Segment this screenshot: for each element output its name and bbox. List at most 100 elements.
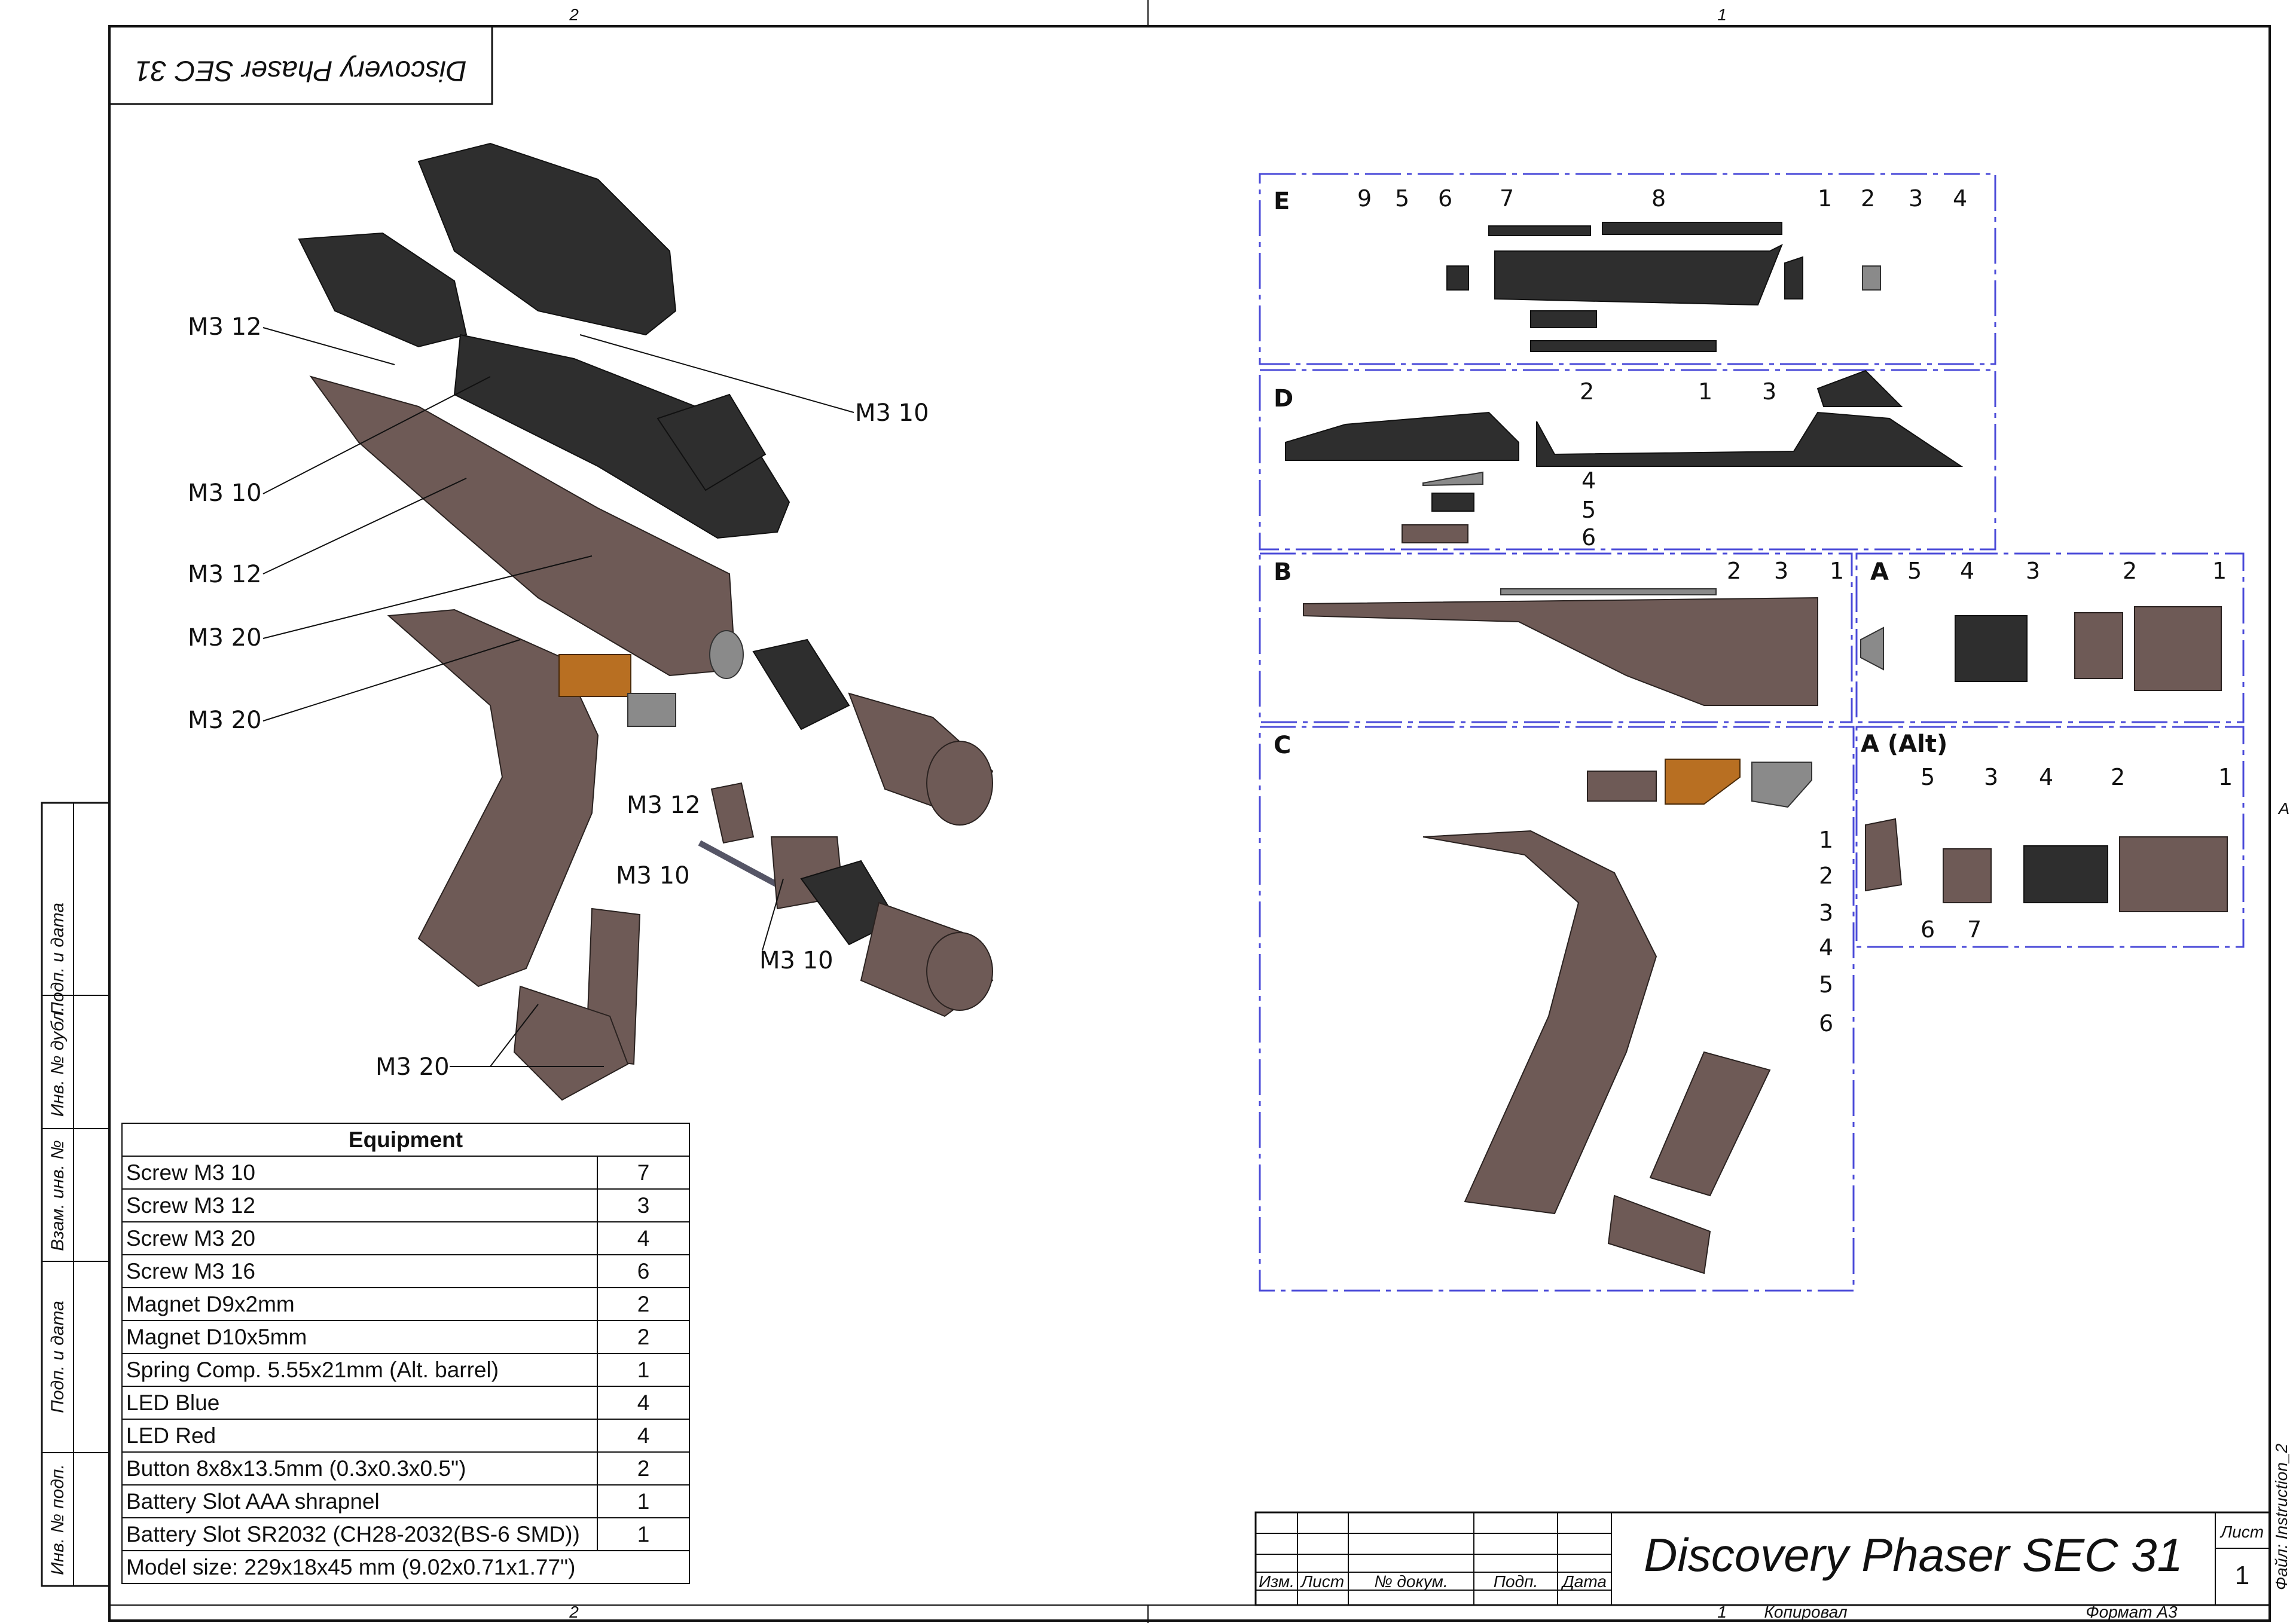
section-a-part-2	[2074, 612, 2123, 679]
stamp-label-3: Взам. инв. №	[48, 1140, 68, 1251]
equipment-qty: 2	[597, 1320, 690, 1354]
section-e-part-4	[1862, 265, 1881, 291]
section-e-part-7	[1488, 225, 1591, 236]
stamp-label-5: Инв. № подп.	[48, 1464, 68, 1575]
equipment-qty: 1	[597, 1484, 690, 1518]
top-zone-left: 2	[569, 5, 579, 24]
equipment-item: Button 8x8x13.5mm (0.3x0.3x0.5")	[121, 1451, 598, 1486]
section-b-num-2: 2	[1727, 558, 1741, 584]
equipment-qty: 2	[597, 1451, 690, 1486]
section-c-num-3: 3	[1819, 900, 1833, 926]
drawing-title: Discovery Phaser SEC 31	[1644, 1529, 2183, 1581]
section-c-num-1: 1	[1819, 827, 1833, 853]
equipment-qty: 4	[597, 1419, 690, 1453]
equipment-item: LED Blue	[121, 1386, 598, 1420]
section-e-num-2: 2	[1861, 185, 1875, 212]
callout-m3-12-c: M3 12	[627, 791, 701, 819]
section-e-label: E	[1274, 188, 1290, 215]
equipment-qty: 3	[597, 1188, 690, 1222]
equipment-item: Screw M3 16	[121, 1254, 598, 1288]
table-row: Button 8x8x13.5mm (0.3x0.3x0.5")2	[121, 1451, 690, 1486]
section-c-num-2: 2	[1819, 863, 1833, 889]
section-e-part-1	[1494, 243, 1783, 306]
top-housing-part	[417, 142, 677, 336]
section-b: B 2 3 1	[1259, 552, 1853, 723]
section-a-part-1	[2134, 606, 2222, 691]
front-barrel-opening	[926, 741, 993, 826]
section-b-num-3: 3	[1774, 558, 1788, 584]
equipment-qty: 7	[597, 1156, 690, 1190]
stamp-label-4: Подп. и дата	[48, 1301, 68, 1413]
section-a-num-5: 5	[1907, 558, 1922, 584]
spring-housing-part	[752, 638, 850, 730]
title-col-data: Дата	[1561, 1572, 1607, 1591]
section-a-part-5	[1860, 626, 1884, 671]
section-d-num-1: 1	[1698, 378, 1712, 405]
section-e: E 9 5 6 7 8 1 2 3 4	[1259, 173, 1996, 365]
section-d-num-4: 4	[1581, 467, 1596, 494]
title-block: Изм. Лист № докум. Подп. Дата Discovery …	[1254, 1511, 2271, 1621]
sheet-number: 1	[2235, 1561, 2249, 1590]
callout-m3-10-d: M3 10	[759, 947, 833, 974]
section-b-part-1	[1303, 597, 1818, 706]
barrel-body-part	[309, 375, 737, 677]
section-e-part-6	[1530, 310, 1597, 328]
section-d-num-2: 2	[1580, 378, 1594, 405]
section-c-num-4: 4	[1819, 934, 1833, 961]
section-a-alt-num-3: 3	[1984, 764, 1998, 790]
section-d-part-3	[1816, 369, 1903, 407]
section-e-num-4: 4	[1953, 185, 1967, 212]
section-d-label: D	[1274, 385, 1293, 412]
section-e-part-8	[1602, 222, 1782, 235]
section-a-num-4: 4	[1960, 558, 1974, 584]
section-d-num-5: 5	[1581, 497, 1596, 523]
section-d-part-5	[1431, 493, 1474, 512]
section-d-part-4	[1422, 471, 1483, 487]
section-e-num-1: 1	[1818, 185, 1832, 212]
section-a-num-1: 1	[2212, 558, 2227, 584]
section-a-alt-num-5: 5	[1921, 764, 1935, 790]
model-size: Model size: 229x18x45 mm (9.02x0.71x1.77…	[121, 1550, 690, 1584]
side-cover-part	[298, 232, 468, 348]
button-part	[627, 693, 676, 727]
section-e-part-9	[1530, 340, 1717, 352]
bottom-zone-left: 2	[569, 1603, 579, 1621]
title-col-izm: Изм.	[1259, 1572, 1294, 1591]
section-e-part-5	[1446, 265, 1469, 291]
section-b-part-2	[1500, 588, 1717, 595]
side-stamp: Подп. и дата Инв. № дубл. Взам. инв. № П…	[41, 802, 111, 1587]
table-row: Model size: 229x18x45 mm (9.02x0.71x1.77…	[121, 1550, 690, 1584]
bottom-zone-right: 1	[1717, 1603, 1727, 1621]
callout-m3-10-c: M3 10	[616, 862, 690, 890]
section-c-label: C	[1274, 732, 1291, 759]
battery-cap-part	[513, 985, 629, 1101]
switch-part	[558, 654, 631, 697]
exploded-view: M3 12 M3 10 M3 10 M3 12 M3 20 M3 20 M3 1…	[188, 142, 994, 1101]
equipment-qty: 4	[597, 1386, 690, 1420]
section-a-part-3	[1955, 615, 2028, 682]
equipment-item: Screw M3 20	[121, 1221, 598, 1255]
section-a-alt-part-2	[2023, 845, 2108, 903]
sheet-label: Лист	[2219, 1523, 2264, 1541]
mirrored-title: Discovery Phaser SEC 31	[135, 54, 467, 86]
section-c-part-4	[1422, 830, 1657, 1215]
section-c-num-6: 6	[1819, 1010, 1833, 1037]
section-a-alt-num-1: 1	[2218, 764, 2233, 790]
section-e-part-2	[1784, 256, 1803, 299]
section-e-num-8: 8	[1651, 185, 1666, 212]
callout-m3-12-b: M3 12	[188, 561, 262, 588]
section-e-num-3: 3	[1909, 185, 1923, 212]
section-c-part-6	[1607, 1194, 1711, 1274]
copied-label: Копировал	[1764, 1603, 1847, 1621]
equipment-header: Equipment	[121, 1123, 690, 1157]
grip-part	[387, 609, 599, 988]
emitter-cap-part	[657, 393, 767, 491]
alt-rod-part	[698, 840, 779, 888]
callout-m3-20-a: M3 20	[188, 624, 262, 652]
